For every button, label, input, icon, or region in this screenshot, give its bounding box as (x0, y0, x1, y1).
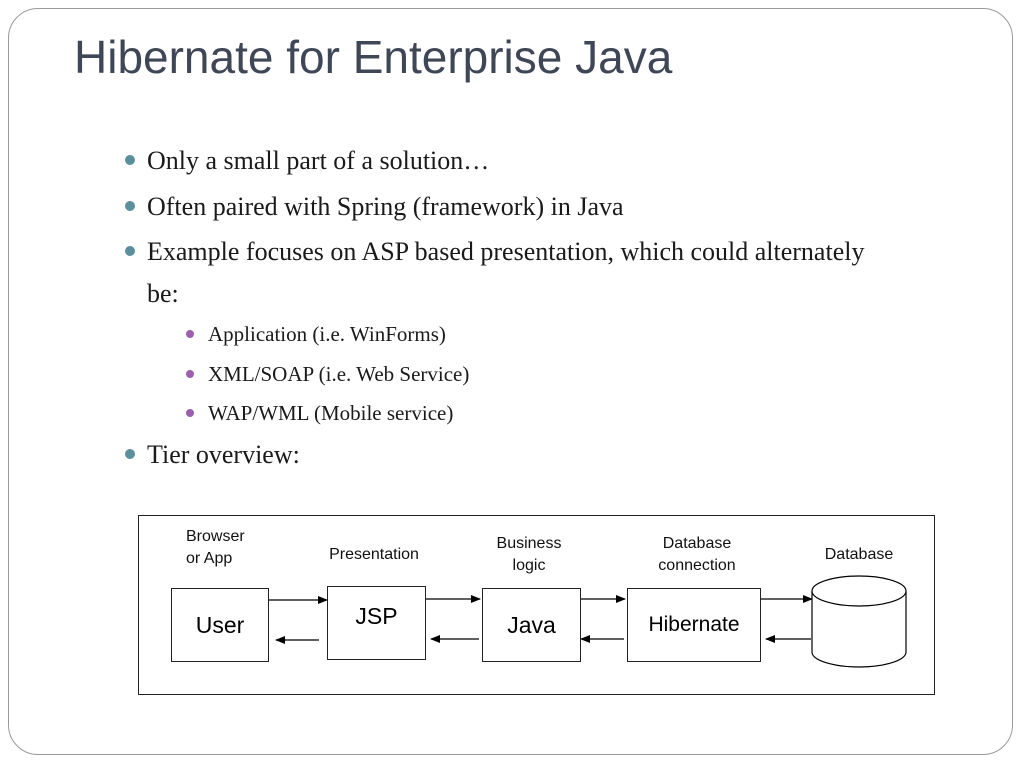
sub-bullet-dot-icon (186, 370, 194, 378)
bullet-dot-icon (125, 246, 135, 256)
sub-bullet-text: WAP/WML (Mobile service) (208, 401, 454, 425)
tier-diagram: Browser or App Presentation Business log… (138, 515, 935, 695)
jsp-box: JSP (327, 586, 426, 660)
label-browser-or-app: Browser or App (186, 528, 245, 567)
sub-bullet-dot-icon (186, 330, 194, 338)
bullet-item: Tier overview: (125, 434, 867, 476)
bullet-text: Often paired with Spring (framework) in … (147, 192, 624, 221)
sub-bullet-dot-icon (186, 409, 194, 417)
hibernate-box: Hibernate (627, 588, 761, 662)
bullet-item: Often paired with Spring (framework) in … (125, 186, 867, 228)
bullet-item: Only a small part of a solution… (125, 140, 867, 182)
bullet-dot-icon (125, 449, 135, 459)
label-database: Database (824, 546, 894, 563)
sub-bullet-text: XML/SOAP (i.e. Web Service) (208, 362, 470, 386)
tier-diagram-arrows (269, 575, 907, 668)
bullet-text: Example focuses on ASP based presentatio… (147, 237, 865, 308)
label-presentation: Presentation (329, 546, 419, 563)
java-box: Java (482, 588, 581, 662)
sub-bullet-item: Application (i.e. WinForms) (186, 320, 808, 348)
sub-bullet-text: Application (i.e. WinForms) (208, 322, 446, 346)
bullet-dot-icon (125, 155, 135, 165)
slide-title: Hibernate for Enterprise Java (74, 31, 673, 83)
bullet-text: Only a small part of a solution… (147, 146, 490, 175)
database-cylinder-icon (811, 575, 907, 668)
sub-bullet-item: XML/SOAP (i.e. Web Service) (186, 360, 808, 388)
label-database-connection: Database connection (658, 535, 736, 574)
bullet-item: Example focuses on ASP based presentatio… (125, 231, 867, 315)
bullet-text: Tier overview: (147, 440, 300, 469)
sub-bullet-item: WAP/WML (Mobile service) (186, 399, 808, 427)
user-box: User (171, 588, 269, 662)
bullet-dot-icon (125, 201, 135, 211)
label-business-logic: Business logic (496, 535, 562, 574)
